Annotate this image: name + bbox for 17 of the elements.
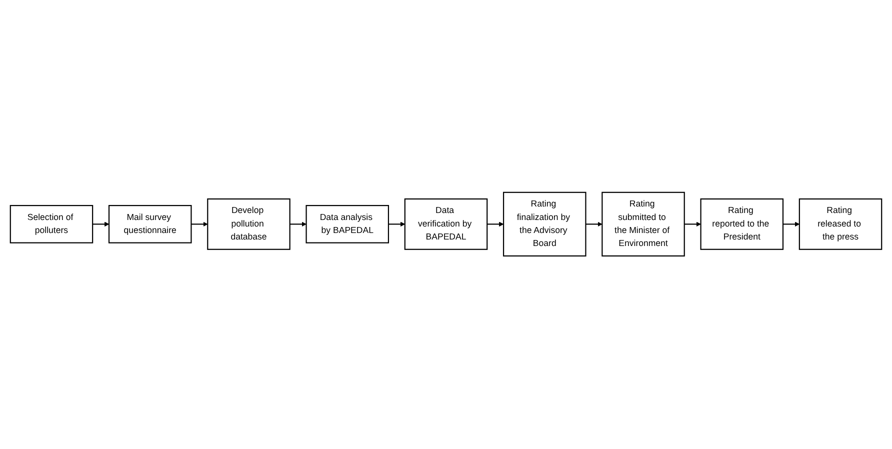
node-box: Rating released to the press	[798, 198, 882, 250]
node-box: Rating reported to the President	[700, 198, 784, 250]
arrow	[290, 222, 306, 227]
node-box: Data analysis by BAPEDAL	[306, 205, 390, 244]
node-box: Data verification by BAPEDAL	[404, 198, 488, 250]
node-box: Develop pollution database	[207, 198, 290, 250]
arrow	[586, 222, 602, 227]
node-box: Rating submitted to the Minister of Environment	[602, 192, 685, 257]
arrow	[191, 222, 208, 227]
arrow	[782, 222, 800, 227]
node-box: Mail survey questionnaire	[108, 205, 192, 244]
node-box: Selection of polluters	[10, 205, 94, 244]
arrow	[388, 222, 406, 227]
arrow	[487, 222, 504, 227]
arrow	[684, 222, 701, 227]
node-box: Rating finalization by the Advisory Board	[502, 192, 586, 257]
arrow	[92, 222, 110, 227]
